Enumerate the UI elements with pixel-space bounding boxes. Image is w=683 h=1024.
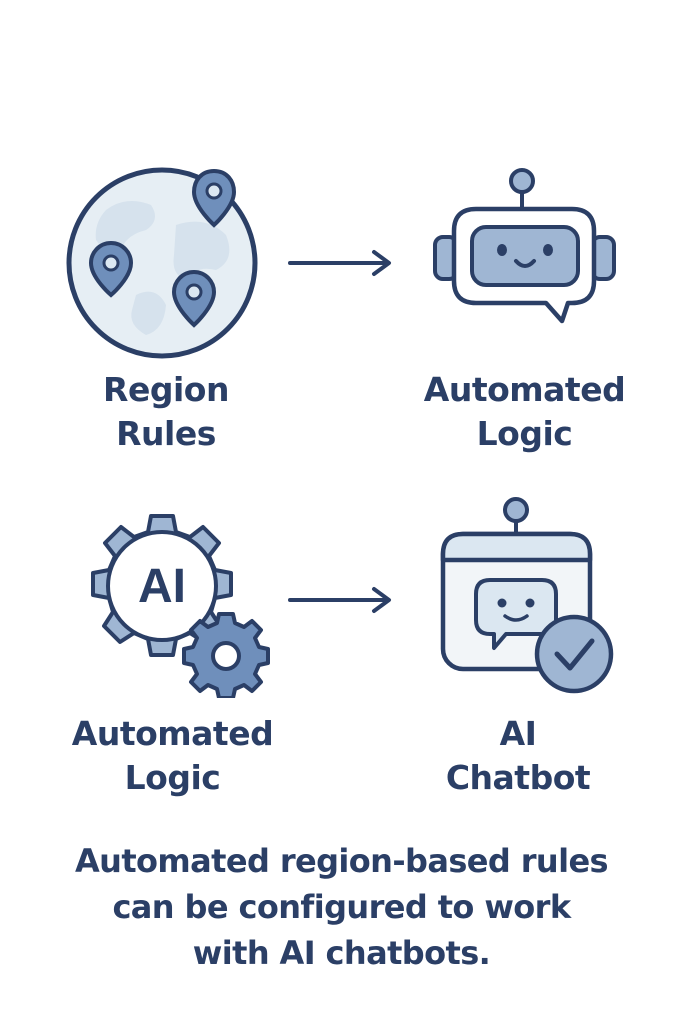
step-label-automated-logic: Automated Logic xyxy=(412,368,637,456)
step-label-line: Logic xyxy=(124,758,221,797)
chatbot-window-check-icon xyxy=(438,492,620,697)
location-pin-icon xyxy=(88,240,134,298)
caption-line: with AI chatbots. xyxy=(192,934,491,972)
step-label-line: Chatbot xyxy=(445,758,591,797)
gear-ai-text: AI xyxy=(138,560,186,613)
step-label-line: Rules xyxy=(116,414,216,453)
arrow-right-icon xyxy=(288,249,394,277)
caption-line: can be configured to work xyxy=(112,888,571,926)
robot-chat-icon xyxy=(432,165,618,325)
location-pin-icon xyxy=(171,269,217,328)
step-label-line: Region xyxy=(103,370,229,409)
step-label-automated-logic-2: Automated Logic xyxy=(60,712,285,800)
arrow-right-icon xyxy=(288,586,394,614)
step-label-line: AI xyxy=(499,714,537,753)
caption-line: Automated region-based rules xyxy=(75,842,609,880)
step-label-line: Logic xyxy=(476,414,573,453)
globe-with-pins-icon xyxy=(66,165,266,360)
ai-gear-icon: AI xyxy=(76,508,276,700)
step-label-region-rules: Region Rules xyxy=(66,368,266,456)
location-pin-icon xyxy=(191,168,237,228)
caption: Automated region-based rules can be conf… xyxy=(40,838,643,976)
step-label-line: Automated xyxy=(423,370,626,409)
step-label-ai-chatbot: AI Chatbot xyxy=(418,712,618,800)
step-label-line: Automated xyxy=(71,714,274,753)
